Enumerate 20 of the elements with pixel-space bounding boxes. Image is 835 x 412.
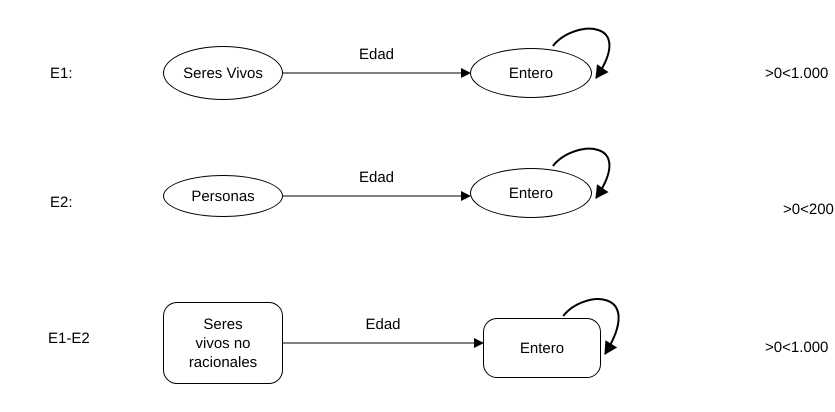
loop-arrow xyxy=(562,298,620,355)
row-label: E2: xyxy=(50,195,73,210)
node-text: Entero xyxy=(508,184,554,202)
node-text: Personas xyxy=(190,186,256,206)
entity-box xyxy=(483,318,601,378)
range-label: >0<1.000 xyxy=(765,66,828,81)
node-text: Entero xyxy=(508,64,554,82)
loop-arrow xyxy=(552,28,610,79)
arrow xyxy=(282,68,471,78)
entity-box xyxy=(163,302,283,384)
node-text: Entero xyxy=(518,338,566,358)
row-label: E1: xyxy=(50,66,73,81)
node-text: Seres Vivos xyxy=(182,64,264,82)
arrow xyxy=(282,191,471,201)
row-label: E1-E2 xyxy=(48,331,90,346)
node-text: Seres vivos no racionales xyxy=(188,314,258,372)
range-label: >0<1.000 xyxy=(765,340,828,355)
loop-arrow xyxy=(552,148,610,199)
arrow xyxy=(282,338,484,348)
range-label: >0<200 xyxy=(783,202,834,217)
